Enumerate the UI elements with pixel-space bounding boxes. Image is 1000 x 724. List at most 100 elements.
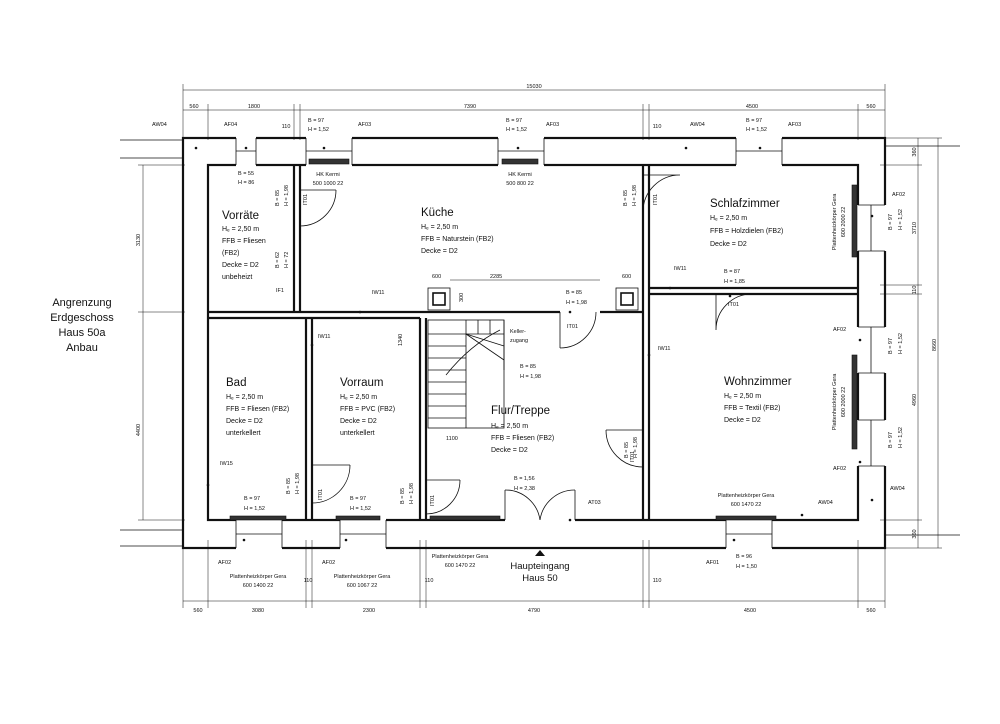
tag-aw04: AW04 xyxy=(890,486,905,492)
room-line: (FB2) xyxy=(222,250,240,257)
door-vorraum xyxy=(311,464,351,504)
opening-height: H = 1,52 xyxy=(308,127,329,133)
tag-af03: AF03 xyxy=(546,122,559,128)
dim-inner: 600 xyxy=(432,274,441,280)
opening-height: H = 72 xyxy=(284,252,290,268)
opening-width: B = 97 xyxy=(746,118,762,124)
tag-af02: AF02 xyxy=(218,560,231,566)
tag-af03: AF03 xyxy=(358,122,371,128)
room-line: Hₑ = 2,50 m xyxy=(222,226,259,233)
radiator-label: 600 1067 22 xyxy=(347,583,378,589)
room-name: Wohnzimmer xyxy=(724,376,792,388)
entrance-label: Haupteingang Haus 50 xyxy=(510,561,569,584)
tag-af02: AF02 xyxy=(322,560,335,566)
chimneys xyxy=(427,287,639,311)
tag-af01: AF01 xyxy=(706,560,719,566)
radiator-labels: HK Kermi 500 1000 22 HK Kermi 500 800 22… xyxy=(230,172,847,589)
dimension-lines: 15030 560 1800 110 7390 110 4500 560 560… xyxy=(136,84,942,614)
dim-total: 15030 xyxy=(526,84,541,90)
room-line: Decke = D2 xyxy=(340,418,377,425)
opening-height: H = 1,52 xyxy=(746,127,767,133)
dim-top-6: 4500 xyxy=(746,104,758,110)
side-note-line-1: Angrenzung xyxy=(52,297,111,309)
opening-width: B = 55 xyxy=(238,171,254,177)
room-line: Hₑ = 2,50 m xyxy=(491,423,528,430)
radiator-wohnzimmer-bottom xyxy=(715,515,777,521)
opening-height: H = 1,98 xyxy=(633,437,639,458)
opening-height: H = 1,98 xyxy=(566,300,587,306)
dim-bot-2: 3080 xyxy=(252,608,264,614)
opening-height: H = 1,52 xyxy=(506,127,527,133)
dim-right-2: 3710 xyxy=(912,222,918,234)
dim-bot-9: 560 xyxy=(866,608,875,614)
room-line: FFB = Fliesen (FB2) xyxy=(226,406,289,413)
room-keller: Keller- zugang xyxy=(510,329,528,344)
tag-iw11: IW11 xyxy=(674,266,686,272)
dim-right-4: 4960 xyxy=(912,394,918,406)
room-line: Hₑ = 2,50 m xyxy=(421,224,458,231)
dim-top-2: 1800 xyxy=(248,104,260,110)
room-line: Decke = D2 xyxy=(710,241,747,248)
radiator-label: HK Kermi xyxy=(316,172,340,178)
room-schlafzimmer: Schlafzimmer Hₑ = 2,50 m FFB = Holzdiele… xyxy=(710,198,783,248)
tag-af04: AF04 xyxy=(224,122,237,128)
opening-width: B = 97 xyxy=(888,432,894,448)
door-entrance-right xyxy=(539,489,576,521)
entrance-arrow-icon xyxy=(535,550,545,556)
radiator-kueche-1 xyxy=(308,158,350,165)
opening-width: B = 97 xyxy=(350,496,366,502)
tag-iw11: IW11 xyxy=(658,346,670,352)
opening-height: H = 1,98 xyxy=(295,473,301,494)
radiator-label: 600 2000 22 xyxy=(841,207,847,238)
door-flur-kueche xyxy=(559,311,597,349)
room-line: Hₑ = 2,50 m xyxy=(710,215,747,222)
dim-inner: 300 xyxy=(459,293,465,302)
room-line: FFB = Textil (FB2) xyxy=(724,405,780,412)
dim-top-3: 110 xyxy=(282,124,291,130)
room-line: FFB = Naturstein (FB2) xyxy=(421,236,494,243)
dim-bot-8: 4500 xyxy=(744,608,756,614)
opening-width: B = 85 xyxy=(400,488,406,504)
radiator-label: Plattenheizkörper Gera xyxy=(832,193,838,250)
radiator-label: 500 1000 22 xyxy=(313,181,344,187)
windows xyxy=(235,135,888,551)
radiator-schlafzimmer xyxy=(851,184,858,258)
opening-width: B = 97 xyxy=(888,214,894,230)
tag-iw11: IW11 xyxy=(318,334,330,340)
room-name: Schlafzimmer xyxy=(710,198,780,210)
dim-bot-6: 4790 xyxy=(528,608,540,614)
tag-at03: AT03 xyxy=(588,500,601,506)
radiator-label: Plattenheizkörper Gera xyxy=(832,373,838,430)
opening-width: B = 85 xyxy=(275,190,281,206)
tag-iw11: IW11 xyxy=(372,290,384,296)
interior-walls xyxy=(208,165,858,520)
tag-it01: IT01 xyxy=(318,489,324,500)
radiator-label: 600 2000 22 xyxy=(841,387,847,418)
room-line: FFB = Holzdielen (FB2) xyxy=(710,228,783,235)
radiator-label: 600 1400 22 xyxy=(243,583,274,589)
radiator-label: Plattenheizkörper Gera xyxy=(230,574,287,580)
door-entrance-left xyxy=(504,489,541,521)
inner-dims: 2285 600 600 1100 1340 300 xyxy=(398,274,631,442)
tag-aw04: AW04 xyxy=(690,122,705,128)
opening-height: H = 1,50 xyxy=(736,564,757,570)
opening-width: B = 85 xyxy=(624,442,630,458)
room-line: Decke = D2 xyxy=(222,262,259,269)
entrance-line-1: Haupteingang xyxy=(510,561,569,572)
opening-height: H = 1,52 xyxy=(898,209,904,230)
opening-height: H = 1,98 xyxy=(409,483,415,504)
room-line: Hₑ = 2,50 m xyxy=(226,394,263,401)
room-name: Bad xyxy=(226,377,246,389)
leader-dots xyxy=(194,146,874,542)
room-line: FFB = PVC (FB2) xyxy=(340,406,395,413)
opening-height: H = 2,38 xyxy=(514,486,535,492)
door-kueche xyxy=(642,174,681,213)
opening-height: H = 1,52 xyxy=(898,333,904,354)
opening-width: B = 62 xyxy=(275,252,281,268)
dim-bot-1: 560 xyxy=(193,608,202,614)
dim-right-5: 360 xyxy=(912,529,918,538)
room-line: zugang xyxy=(510,338,528,344)
dim-bot-5: 110 xyxy=(425,578,434,584)
dim-left-1: 3130 xyxy=(136,234,142,246)
opening-height: H = 1,98 xyxy=(284,185,290,206)
